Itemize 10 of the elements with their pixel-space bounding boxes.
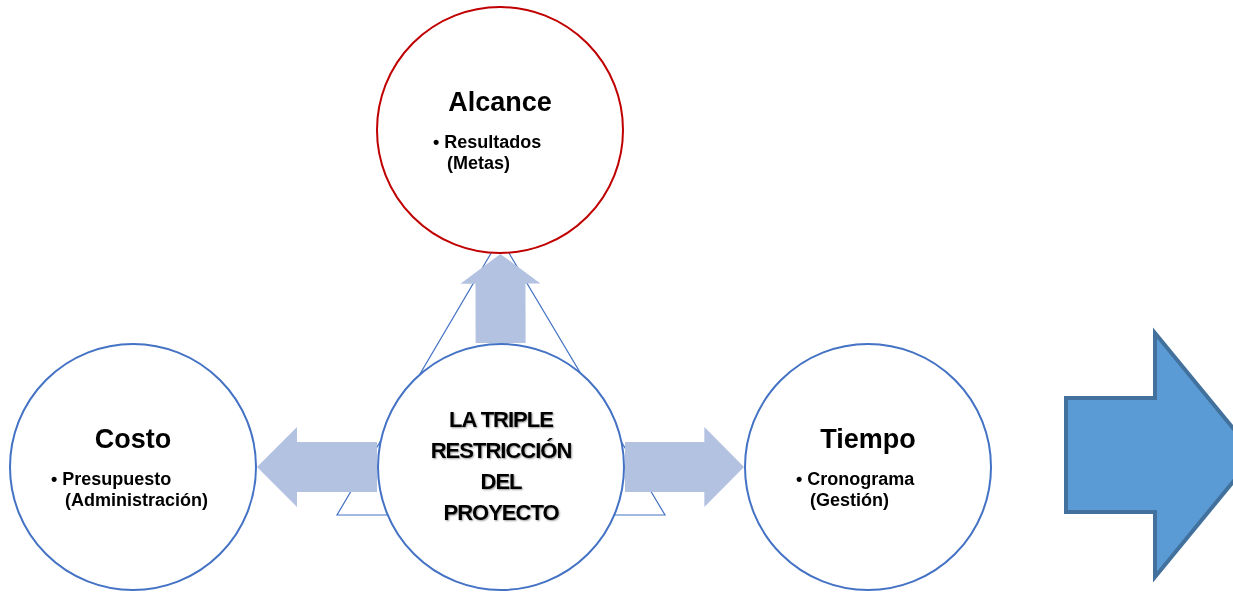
node-title: LA TRIPLE RESTRICCIÓN DEL PROYECTO [429,406,573,527]
block-arrow [460,254,541,344]
block-arrow [257,427,377,507]
node-title: Tiempo [820,423,916,455]
bullet-text: • Resultados (Metas) [433,131,543,174]
node-title: Costo [94,423,172,455]
bullet-text: • Cronograma (Gestión) [796,468,916,511]
block-arrow [625,427,744,507]
bullet-text: • Presupuesto (Administración) [51,468,209,511]
node-title: Alcance [448,86,552,118]
